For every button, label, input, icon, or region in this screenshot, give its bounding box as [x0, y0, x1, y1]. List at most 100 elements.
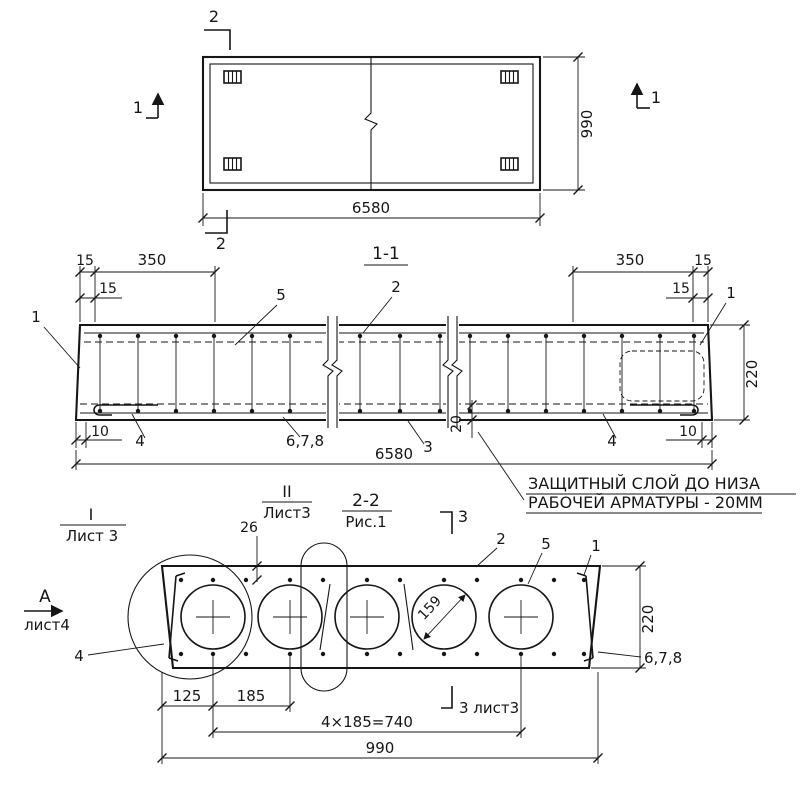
dim-220-label: 220	[639, 605, 657, 634]
label-4-right: 4	[607, 432, 617, 450]
dim-20-label: 20	[449, 415, 465, 433]
section-1-1: 1-1	[31, 244, 796, 514]
view-a-mark: А лист4	[24, 587, 70, 634]
section-2-2-title: 2-2	[352, 491, 380, 511]
sec11-top-dims-left: 15 350 15	[74, 251, 221, 322]
detail-II-sheet: Лист3	[263, 504, 311, 522]
web-bar-1	[319, 583, 331, 651]
dim-740-label: 4×185=740	[321, 713, 413, 731]
break-line-2a	[442, 316, 454, 428]
note-leader	[477, 431, 525, 501]
label-678: 6,7,8	[644, 649, 682, 667]
web-bar-2	[403, 583, 414, 651]
sec11-bottom-dims: 10 10 4 6,7,8 3 4 20 6580	[70, 399, 718, 470]
view-a-sheet: лист4	[24, 616, 70, 634]
section-mark-3-bottom-label: 3 лист3	[459, 699, 519, 717]
end-bar-left	[168, 572, 186, 662]
break-line-1a	[322, 316, 334, 428]
leader-2	[475, 547, 498, 568]
plan-dim-length: 6580	[197, 193, 546, 226]
label-1: 1	[591, 537, 601, 555]
plan-dim-length-label: 6580	[352, 199, 390, 217]
note-line-1: ЗАЩИТНЫЙ СЛОЙ ДО НИЗА	[528, 474, 760, 493]
leader-5	[234, 304, 278, 346]
sec22-dim-26: 26	[240, 520, 263, 586]
section-2-2-outline	[160, 564, 602, 670]
label-3: 3	[423, 438, 433, 456]
sec11-top-dims-right: 350 15 15	[567, 251, 714, 322]
detail-region-II	[300, 542, 348, 692]
leader-678	[597, 651, 642, 658]
plan-section-mark-1-left: 1	[133, 92, 165, 119]
plan-view: 6580 990 2 2 1 1	[133, 7, 661, 253]
detail-region-right	[619, 350, 705, 402]
sec11-dim-height: 220	[710, 319, 761, 426]
view-a-letter: А	[39, 587, 51, 607]
section-mark-3-bottom: 3 лист3	[441, 686, 519, 717]
note-line-2: РАБОЧЕЙ АРМАТУРЫ - 20ММ	[528, 493, 763, 512]
plan-dim-width: 990	[543, 51, 596, 196]
section-mark-1-left-label: 1	[133, 98, 143, 117]
leader-5	[527, 552, 543, 585]
leader-2	[362, 296, 393, 334]
label-678: 6,7,8	[286, 432, 324, 450]
dim-10-left: 10	[91, 424, 109, 440]
detail-I-sheet: Лист 3	[66, 527, 118, 545]
dim-10-right: 10	[679, 424, 697, 440]
break-line-2b	[451, 316, 463, 428]
detail-II-mark: II	[282, 482, 291, 501]
leader-1-right	[699, 302, 727, 346]
dim-15-top-left: 15	[76, 253, 94, 269]
break-line-1b	[331, 316, 343, 428]
label-1-right: 1	[726, 284, 736, 302]
label-4: 4	[74, 647, 84, 665]
section-1-1-title: 1-1	[372, 244, 400, 264]
core-diameter-dim: 159	[415, 593, 466, 640]
dim-350-right: 350	[616, 251, 645, 269]
sec22-bottom-dims: 125 185 4×185=740 990	[156, 652, 604, 764]
dim-159-label: 159	[415, 593, 445, 623]
label-1-left: 1	[31, 308, 41, 326]
label-5: 5	[541, 535, 551, 553]
label-4-left: 4	[135, 432, 145, 450]
dim-185-label: 185	[237, 687, 266, 705]
dim-15-right-inner: 15	[672, 281, 690, 297]
detail-circle-I	[127, 554, 253, 680]
plan-section-mark-1-right: 1	[630, 82, 661, 109]
section-mark-2-top-label: 2	[209, 7, 219, 26]
dim-350-left: 350	[138, 251, 167, 269]
plan-section-mark-2-top: 2	[204, 7, 231, 50]
section-mark-3-top-label: 3	[458, 507, 468, 526]
end-bar-right	[576, 572, 594, 662]
bent-bar-right	[630, 404, 699, 416]
bent-bar-left	[93, 404, 158, 416]
dim-220-label: 220	[743, 360, 761, 389]
section-2-2: II Лист3 2-2 Рис.1 I Лист 3 3 А лист4	[24, 482, 682, 764]
dim-15-left-inner: 15	[99, 281, 117, 297]
detail-I-mark: I	[89, 505, 94, 524]
hollow-cores	[180, 584, 554, 650]
sec22-dim-height: 220	[591, 560, 657, 674]
label-2: 2	[496, 530, 506, 548]
plan-dim-width-label: 990	[578, 110, 596, 139]
label-2: 2	[391, 278, 401, 296]
section-mark-3-top: 3	[440, 507, 468, 534]
dim-6580-label: 6580	[375, 445, 413, 463]
protective-layer-note: ЗАЩИТНЫЙ СЛОЙ ДО НИЗА РАБОЧЕЙ АРМАТУРЫ -…	[477, 431, 796, 514]
section-mark-1-right-label: 1	[651, 88, 661, 107]
figure-ref: Рис.1	[345, 513, 386, 531]
plan-break-line	[364, 57, 378, 190]
rebar-dots	[97, 333, 697, 414]
dim-15-top-right: 15	[694, 253, 712, 269]
section-mark-2-bottom-label: 2	[216, 234, 226, 253]
dim-125-label: 125	[173, 687, 202, 705]
label-5: 5	[276, 286, 286, 304]
dim-26-label: 26	[240, 520, 258, 536]
leader-1	[583, 554, 592, 576]
plan-section-mark-2-bottom: 2	[205, 210, 228, 253]
leader-1-left	[43, 326, 81, 369]
stirrups	[99, 334, 695, 412]
dim-990-label: 990	[366, 739, 395, 757]
